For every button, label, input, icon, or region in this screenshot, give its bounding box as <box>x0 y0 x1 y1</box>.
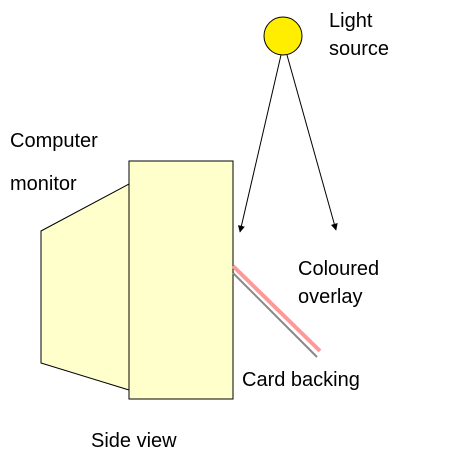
coloured-overlay-label-line-2: overlay <box>298 286 363 308</box>
card-backing-label: Card backing <box>242 369 360 391</box>
monitor-back-housing <box>40 183 130 391</box>
card-backing-line <box>232 272 318 358</box>
light-source-icon <box>263 16 303 56</box>
light-ray-to-overlay-arrow <box>286 54 338 231</box>
computer-monitor-label-line-2: monitor <box>10 173 77 195</box>
monitor-screen-body <box>128 160 234 400</box>
coloured-overlay-label-line-1: Coloured <box>298 258 380 280</box>
computer-monitor-label-line-1: Computer <box>10 130 98 152</box>
light-source-label-line-1: Light <box>329 10 373 32</box>
light-ray-to-screen-arrow <box>238 54 282 233</box>
side-view-caption: Side view <box>91 430 177 452</box>
light-source-label-line-2: source <box>329 38 390 60</box>
coloured-overlay-line <box>231 264 322 353</box>
